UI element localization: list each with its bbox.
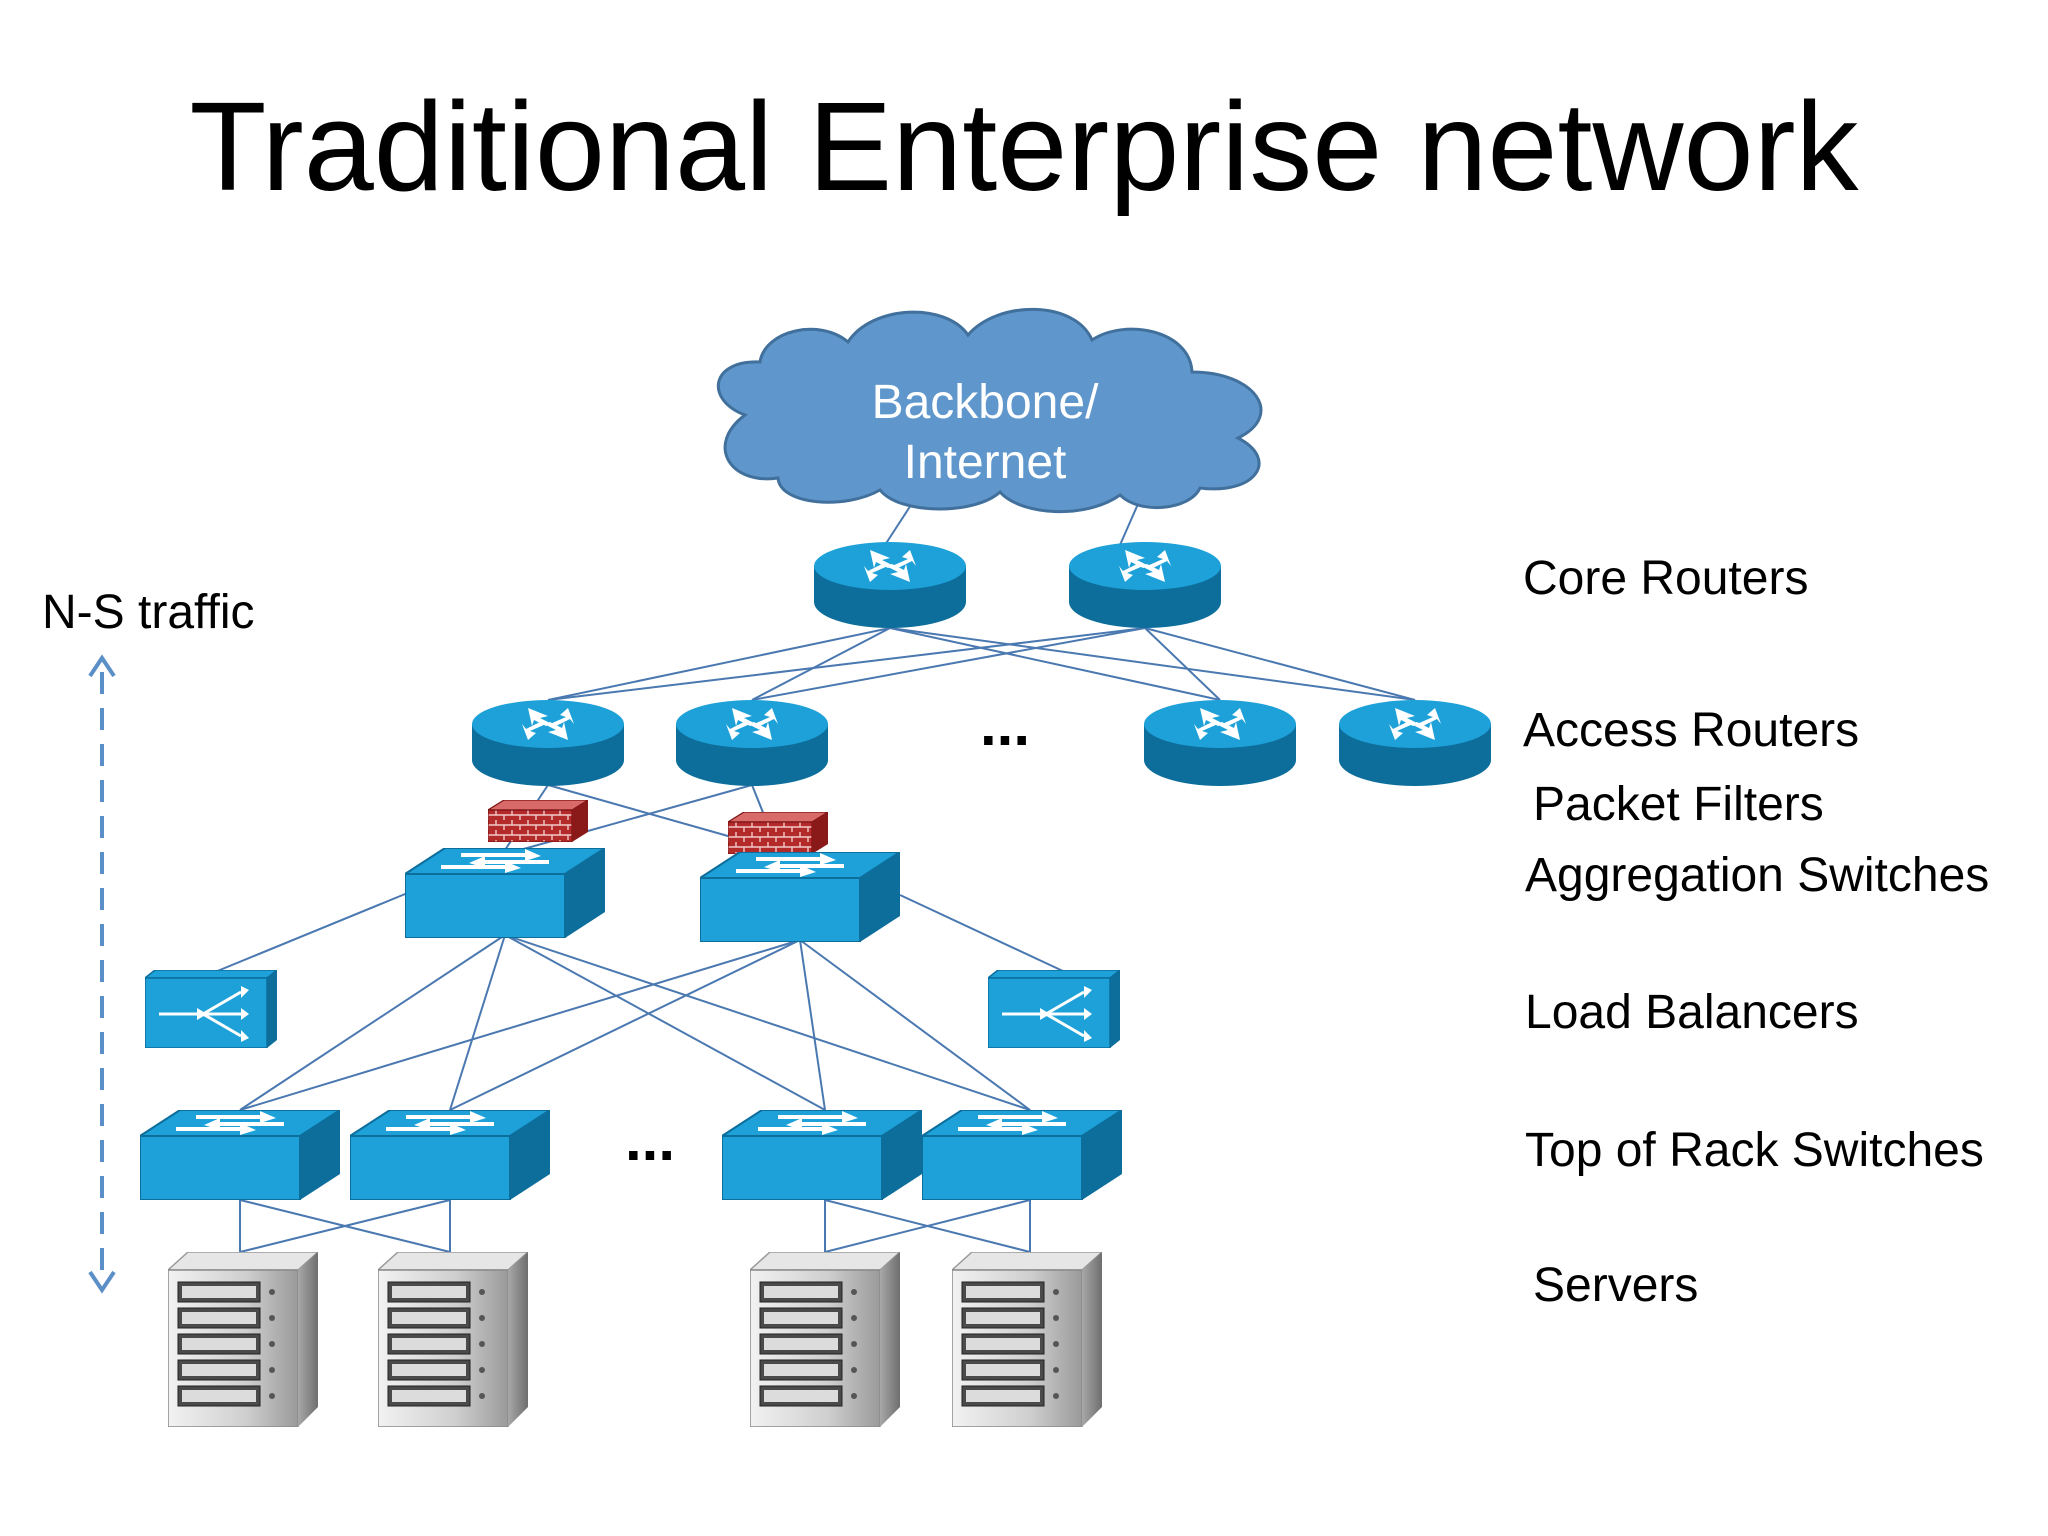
ns-traffic-arrow — [88, 654, 116, 1294]
layer-label-top-of-rack: Top of Rack Switches — [1525, 1124, 1984, 1177]
tor-switch-icon — [350, 1110, 550, 1200]
access-router-icon — [1144, 700, 1296, 786]
aggregation-switch-icon — [405, 848, 605, 938]
layer-label-aggregation-switches: Aggregation Switches — [1525, 849, 1990, 902]
firewall-icon — [488, 800, 588, 842]
layer-label-servers: Servers — [1533, 1259, 1699, 1312]
cloud-label-line2: Internet — [904, 436, 1067, 489]
server-icon — [378, 1252, 528, 1427]
layer-label-load-balancers: Load Balancers — [1525, 986, 1859, 1039]
access-router-icon — [676, 700, 828, 786]
access-routers-ellipsis: ... — [980, 691, 1030, 758]
tor-switch-icon — [922, 1110, 1122, 1200]
server-icon — [168, 1252, 318, 1427]
load-balancer-icon — [988, 970, 1120, 1048]
core-router-icon — [814, 542, 966, 628]
tor-switch-icon — [140, 1110, 340, 1200]
server-icon — [750, 1252, 900, 1427]
load-balancer-icon — [145, 970, 277, 1048]
server-icon — [952, 1252, 1102, 1427]
layer-label-core-routers: Core Routers — [1523, 552, 1809, 605]
tor-switch-icon — [722, 1110, 922, 1200]
layer-label-packet-filters: Packet Filters — [1533, 778, 1824, 831]
aggregation-switch-icon — [700, 852, 900, 942]
layer-label-access-routers: Access Routers — [1523, 704, 1860, 757]
firewall-icon — [728, 812, 828, 854]
page-title: Traditional Enterprise network — [189, 76, 1859, 217]
backbone-cloud-icon — [716, 307, 1263, 513]
cloud-label-line1: Backbone/ — [872, 376, 1099, 429]
access-router-icon — [472, 700, 624, 786]
access-router-icon — [1339, 700, 1491, 786]
tor-switches-ellipsis: ... — [625, 1106, 675, 1173]
core-router-icon — [1069, 542, 1221, 628]
ns-traffic-label: N-S traffic — [42, 586, 255, 639]
